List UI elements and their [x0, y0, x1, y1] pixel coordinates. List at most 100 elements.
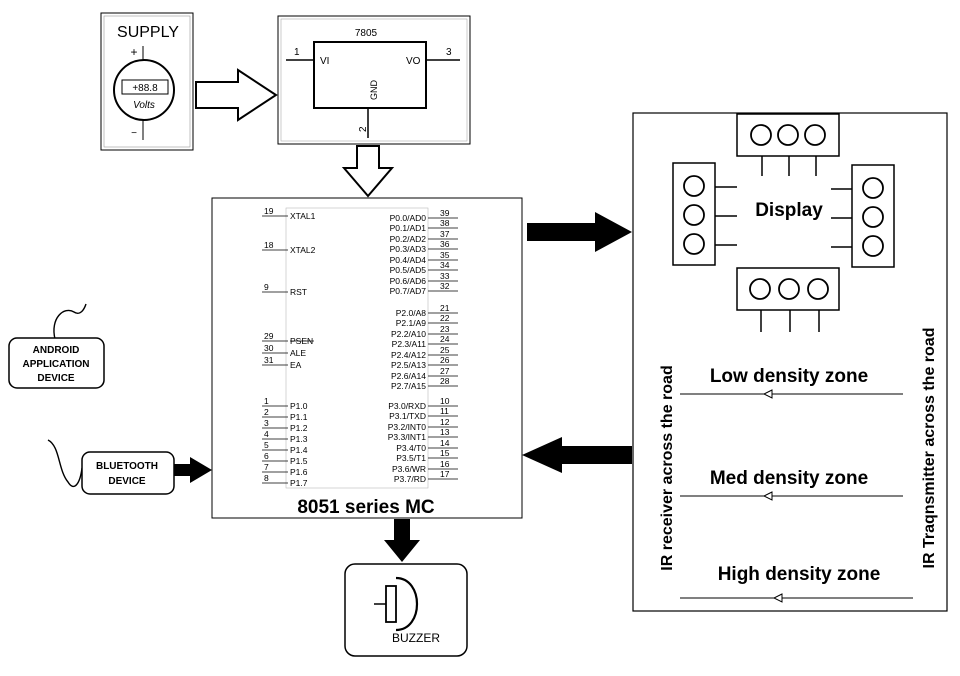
pin-name: P2.3/A11: [392, 339, 427, 349]
pin-name: P2.1/A9: [396, 318, 427, 328]
pin-number: 15: [440, 448, 450, 458]
pin-number: 16: [440, 459, 450, 469]
pin-number: 23: [440, 324, 450, 334]
pin-name: P2.6/A14: [391, 371, 426, 381]
pin-number: 11: [440, 406, 449, 416]
pin-name: P3.2/INT0: [388, 422, 427, 432]
regulator-pin-out: 3: [446, 47, 452, 58]
arrow-bluetooth-to-mcu: [174, 457, 212, 483]
pin-name: P0.3/AD3: [390, 244, 427, 254]
arrow-mcu-to-display: [527, 212, 632, 252]
regulator-name: 7805: [355, 28, 378, 39]
pin-number: 25: [440, 345, 450, 355]
pin-number: 26: [440, 355, 450, 365]
pin-number: 24: [440, 334, 450, 344]
ir-transmitter-label: IR Traqnsmitter across the road: [921, 328, 938, 569]
voltmeter-unit: Volts: [133, 100, 155, 111]
mcu-label: 8051 series MC: [297, 497, 435, 518]
pin-name: P1.4: [290, 445, 308, 455]
display-label: Display: [755, 200, 823, 221]
signal-left: [672, 162, 737, 266]
arrow-regulator-to-mcu: [341, 145, 395, 198]
pin-name: P1.5: [290, 456, 308, 466]
buzzer-label: BUZZER: [392, 631, 440, 645]
pin-name: P0.1/AD1: [390, 223, 427, 233]
pin-name: P1.3: [290, 434, 308, 444]
bluetooth-line1: BLUETOOTH: [96, 461, 158, 472]
pin-name: P0.0/AD0: [390, 213, 427, 223]
bluetooth-antenna: [47, 439, 83, 487]
pin-name: P2.7/A15: [391, 381, 426, 391]
zone-med-label: Med density zone: [710, 468, 868, 489]
pin-name: XTAL2: [290, 245, 316, 255]
regulator-pin-gnd: 2: [358, 126, 369, 132]
road-panel: Display Low density zone Med density zon…: [632, 112, 948, 612]
pin-number: 10: [440, 396, 450, 406]
pin-number: 13: [440, 427, 450, 437]
regulator-vi: VI: [320, 56, 329, 67]
bluetooth-line2: DEVICE: [108, 476, 146, 487]
pin-number: 38: [440, 218, 450, 228]
pin-number: 18: [264, 240, 274, 250]
pin-name: P1.2: [290, 423, 308, 433]
pin-name: P0.5/AD5: [390, 265, 427, 275]
pin-number: 39: [440, 208, 450, 218]
pin-number: 21: [440, 303, 450, 313]
regulator-vo: VO: [406, 56, 421, 67]
pin-name: P3.5/T1: [396, 453, 426, 463]
ir-receiver-label: IR receiver across the road: [659, 365, 676, 570]
pin-number: 31: [264, 355, 274, 365]
pin-number: 35: [440, 250, 450, 260]
supply-minus: −: [131, 128, 137, 139]
pin-name: P2.5/A13: [391, 360, 426, 370]
supply-title: SUPPLY: [117, 24, 179, 41]
signal-top: [736, 113, 840, 176]
arrow-mcu-to-buzzer: [384, 519, 420, 562]
zone-high-label: High density zone: [718, 564, 881, 585]
pin-name: P3.1/TXD: [389, 411, 426, 421]
pin-name: P3.6/WR: [392, 464, 426, 474]
pin-number: 14: [440, 438, 450, 448]
pin-number: 29: [264, 331, 274, 341]
pin-name: P3.3/INT1: [388, 432, 427, 442]
pin-number: 8: [264, 473, 269, 483]
pin-name: P1.7: [290, 478, 308, 488]
pin-name: RST: [290, 287, 307, 297]
pin-number: 33: [440, 271, 450, 281]
pin-name: P1.1: [290, 412, 308, 422]
pin-number: 6: [264, 451, 269, 461]
pin-name: P0.4/AD4: [390, 255, 427, 265]
pin-number: 1: [264, 396, 269, 406]
pin-name: P1.6: [290, 467, 308, 477]
regulator-chip: [313, 41, 427, 109]
pin-number: 27: [440, 366, 450, 376]
pin-name: EA: [290, 360, 302, 370]
pin-number: 9: [264, 282, 269, 292]
zone-low-label: Low density zone: [710, 366, 868, 387]
